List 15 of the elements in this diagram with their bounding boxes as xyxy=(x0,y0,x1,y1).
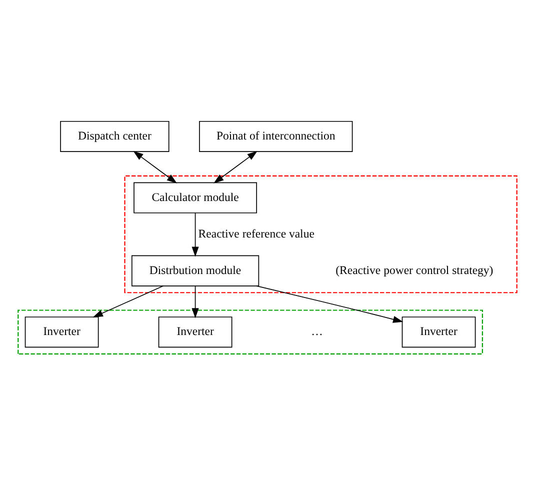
arrow xyxy=(133,150,177,183)
node-box: Dispatch center xyxy=(60,120,170,152)
node-box: Poinat of interconnection xyxy=(199,120,353,152)
node-box: Inverter xyxy=(24,316,99,348)
node-box: Calculator module xyxy=(134,182,257,213)
node-box: Distrbution module xyxy=(131,254,260,286)
arrow xyxy=(256,285,404,322)
edge-label: Reactive reference value xyxy=(198,226,314,240)
node-box: Inverter xyxy=(402,316,476,348)
arrow xyxy=(214,150,258,183)
arrow xyxy=(192,212,199,256)
node-box: Inverter xyxy=(158,316,232,348)
label: … xyxy=(311,324,323,338)
arrow xyxy=(192,285,199,318)
label: (Reactive power control strategy) xyxy=(336,263,494,276)
